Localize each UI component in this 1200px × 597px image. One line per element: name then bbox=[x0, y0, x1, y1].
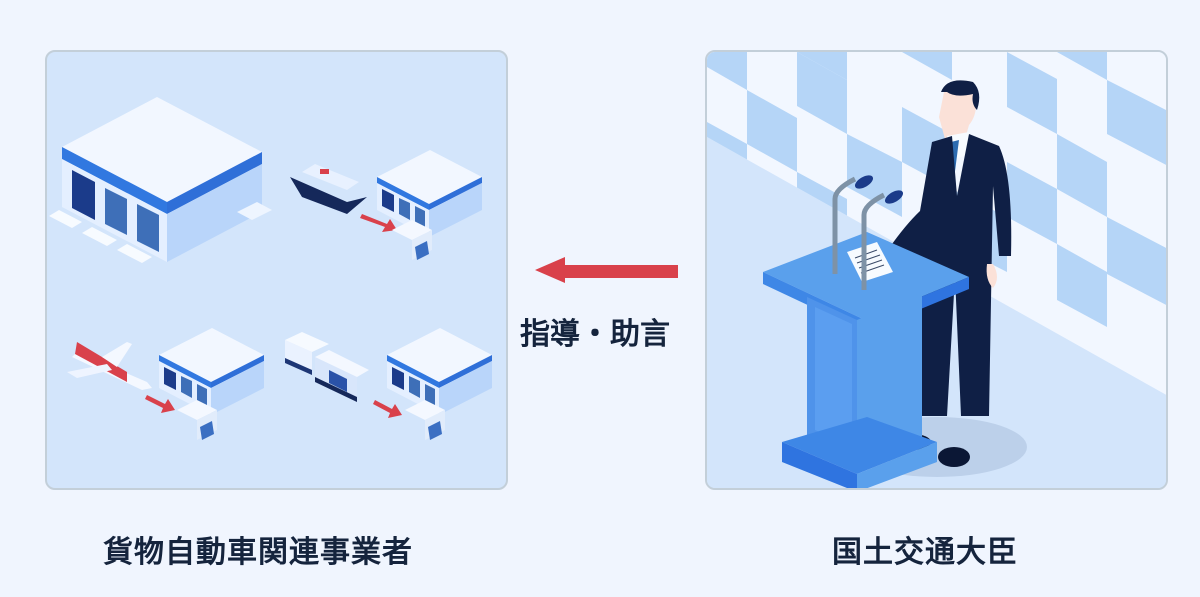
logistics-scene-icon bbox=[49, 97, 492, 440]
cargo-ship-icon bbox=[290, 164, 367, 214]
minister-label: 国土交通大臣 bbox=[832, 535, 1018, 570]
relation-label: 指導・助言 bbox=[520, 317, 670, 352]
minister-at-podium-icon bbox=[707, 52, 1166, 488]
freight-train-icon bbox=[285, 332, 369, 402]
delivery-truck-icon bbox=[405, 400, 445, 440]
minister-illustration bbox=[705, 50, 1168, 490]
microphone-head-icon bbox=[854, 175, 874, 189]
freight-operators-illustration bbox=[45, 50, 508, 490]
microphone-icon bbox=[832, 176, 886, 290]
delivery-truck-icon bbox=[392, 220, 432, 260]
large-warehouse-icon bbox=[49, 97, 272, 263]
small-warehouse-icon bbox=[159, 328, 264, 415]
flow-arrow-icon bbox=[360, 214, 397, 232]
left-arrow-icon bbox=[535, 257, 678, 283]
flow-arrow-icon bbox=[145, 395, 175, 413]
cargo-plane-icon bbox=[67, 342, 152, 390]
small-warehouse-icon bbox=[387, 328, 492, 415]
delivery-truck-icon bbox=[177, 400, 217, 440]
microphone-head-icon bbox=[884, 190, 904, 204]
freight-operators-label: 貨物自動車関連事業者 bbox=[103, 535, 413, 570]
flow-arrow-icon bbox=[373, 400, 402, 418]
small-warehouse-icon bbox=[377, 150, 482, 237]
